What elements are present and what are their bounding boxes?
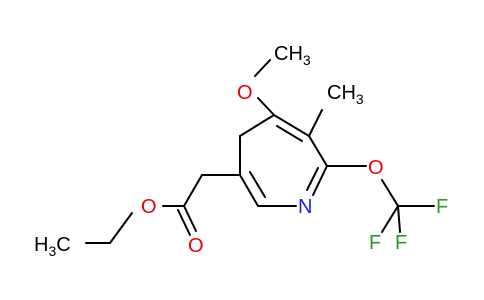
bond-o-cf3 <box>381 179 399 207</box>
atom-ch3-methoxy-base: CH <box>274 43 303 65</box>
bond-c4-o-methoxy <box>257 97 275 116</box>
bond-cf3-f2 <box>397 205 401 233</box>
bond-o-ch2-ethyl <box>109 212 133 244</box>
atom-o-ester: O <box>141 196 157 218</box>
bond-c4-c5-inner <box>276 125 303 142</box>
atom-n-ring: N <box>298 196 312 218</box>
atom-h3c-c: C <box>56 234 70 256</box>
bond-c2-c3-inner <box>249 171 266 198</box>
atom-h3c-sub: 3 <box>48 243 56 259</box>
atom-o-carbonyl: O <box>188 235 204 257</box>
atom-o-ocf3: O <box>368 157 384 179</box>
bond-cf3-f3 <box>381 205 399 233</box>
atom-labels: O CH3 CH3 O N F F F O O H3C <box>34 43 448 259</box>
atom-o-methoxy: O <box>237 82 253 104</box>
bond-c2-c3 <box>239 174 259 207</box>
bond-co-o-double-a <box>183 205 197 232</box>
bond-c6-n-inner <box>306 167 319 191</box>
atom-ch3-methyl: CH3 <box>327 82 364 107</box>
atom-ch3-methoxy: CH3 <box>274 43 311 68</box>
bond-c5-ch3 <box>308 109 323 137</box>
bond-c5-c6 <box>308 135 328 167</box>
atom-h3c-base: H <box>34 234 48 256</box>
bond-c4-c5 <box>273 114 310 137</box>
atom-f2: F <box>395 232 407 254</box>
bonds <box>85 59 435 244</box>
bond-c6-n <box>312 165 328 196</box>
bond-co-o-double-b <box>177 209 191 236</box>
atom-ch3-methoxy-sub: 3 <box>303 52 311 68</box>
atom-ch3-methyl-base: CH <box>327 82 356 104</box>
atom-h3c: H3C <box>34 234 71 259</box>
atom-ch3-methyl-sub: 3 <box>356 91 364 107</box>
atom-f1: F <box>436 196 448 218</box>
bond-o-ch3-methoxy <box>254 59 271 77</box>
bond-ch2-co <box>183 174 203 207</box>
atom-f3: F <box>369 232 381 254</box>
bond-c3-c4 <box>239 114 275 137</box>
